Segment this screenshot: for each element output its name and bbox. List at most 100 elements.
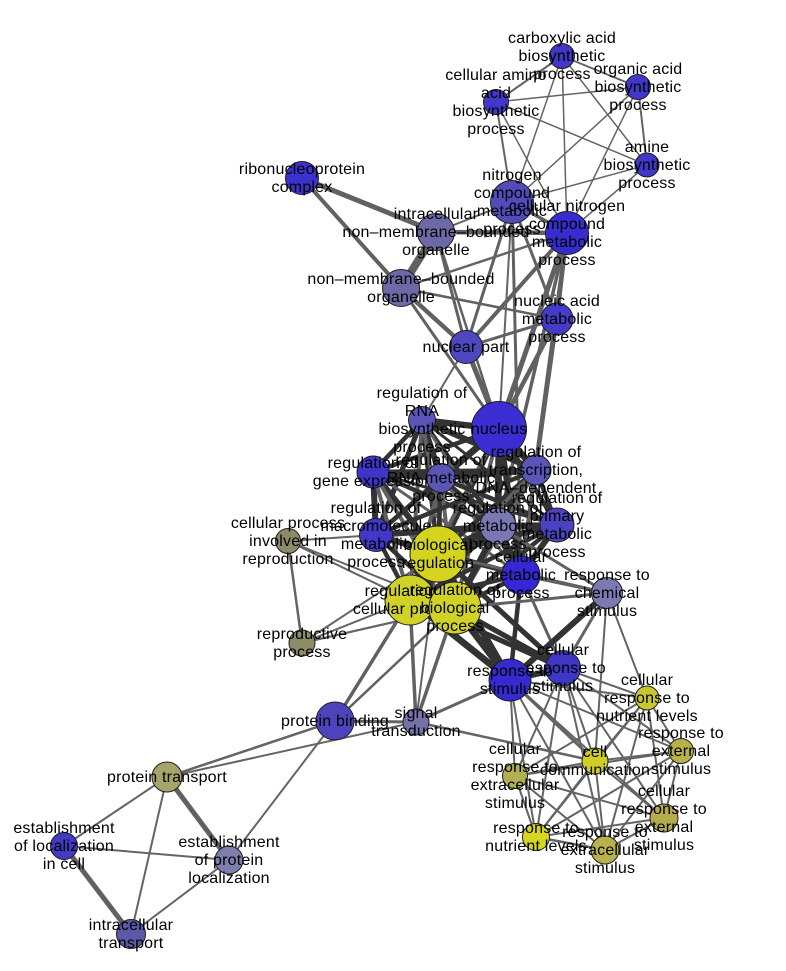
svg-text:metabolic: metabolic bbox=[341, 536, 411, 553]
svg-text:transduction: transduction bbox=[371, 723, 461, 740]
svg-text:response to: response to bbox=[520, 660, 606, 677]
svg-text:cellular: cellular bbox=[621, 672, 674, 689]
svg-text:external: external bbox=[635, 819, 694, 836]
svg-text:process: process bbox=[609, 97, 666, 114]
svg-text:in cell: in cell bbox=[43, 856, 85, 873]
svg-text:acid: acid bbox=[481, 85, 511, 102]
svg-text:compound: compound bbox=[529, 216, 605, 233]
svg-text:metabolic: metabolic bbox=[522, 311, 592, 328]
svg-text:chemical: chemical bbox=[575, 585, 640, 602]
svg-text:reproductive: reproductive bbox=[257, 626, 347, 643]
svg-text:protein binding: protein binding bbox=[281, 713, 389, 730]
svg-text:transport: transport bbox=[99, 935, 164, 952]
svg-text:stimulus: stimulus bbox=[577, 603, 637, 620]
svg-text:regulation of: regulation of bbox=[512, 490, 603, 507]
svg-text:biosynthetic: biosynthetic bbox=[453, 103, 540, 120]
svg-text:communication: communication bbox=[540, 762, 650, 779]
svg-text:complex: complex bbox=[272, 179, 333, 196]
svg-text:carboxylic acid: carboxylic acid bbox=[508, 30, 616, 47]
svg-text:process: process bbox=[393, 439, 450, 456]
svg-text:involved in: involved in bbox=[249, 533, 327, 550]
svg-text:non–membrane–bounded: non–membrane–bounded bbox=[307, 271, 494, 288]
svg-text:localization: localization bbox=[188, 870, 270, 887]
svg-text:ribonucleoprotein: ribonucleoprotein bbox=[239, 161, 365, 178]
svg-text:signal: signal bbox=[394, 705, 437, 722]
svg-text:response to: response to bbox=[604, 690, 690, 707]
svg-text:metabolic: metabolic bbox=[477, 203, 547, 220]
svg-text:nucleus: nucleus bbox=[471, 421, 528, 438]
svg-text:biosynthetic: biosynthetic bbox=[379, 421, 466, 438]
svg-text:process: process bbox=[347, 554, 404, 571]
svg-text:process: process bbox=[528, 544, 585, 561]
svg-text:biological: biological bbox=[421, 600, 490, 617]
svg-text:intracellular: intracellular bbox=[89, 917, 174, 934]
svg-text:process: process bbox=[412, 488, 469, 505]
svg-text:cellular: cellular bbox=[638, 783, 691, 800]
svg-text:nucleic acid: nucleic acid bbox=[514, 293, 600, 310]
svg-text:response to: response to bbox=[621, 801, 707, 818]
svg-text:DNA–dependent: DNA–dependent bbox=[476, 480, 597, 497]
svg-text:regulation of: regulation of bbox=[377, 385, 468, 402]
svg-text:cell: cell bbox=[583, 744, 608, 761]
svg-text:compound: compound bbox=[474, 185, 550, 202]
svg-text:metabolic: metabolic bbox=[486, 567, 556, 584]
svg-text:cellular: cellular bbox=[495, 549, 548, 566]
svg-text:response to: response to bbox=[467, 663, 553, 680]
svg-text:nuclear part: nuclear part bbox=[423, 339, 510, 356]
svg-text:organic acid: organic acid bbox=[594, 61, 683, 78]
svg-text:process: process bbox=[492, 585, 549, 602]
svg-text:process: process bbox=[426, 618, 483, 635]
svg-text:stimulus: stimulus bbox=[651, 761, 711, 778]
svg-text:response to: response to bbox=[472, 759, 558, 776]
svg-text:protein transport: protein transport bbox=[107, 769, 227, 786]
svg-text:biosynthetic: biosynthetic bbox=[595, 79, 682, 96]
svg-text:cellular nitrogen: cellular nitrogen bbox=[509, 198, 625, 215]
svg-text:process: process bbox=[618, 175, 675, 192]
svg-text:gene expression: gene expression bbox=[313, 473, 433, 490]
svg-text:RNA: RNA bbox=[405, 403, 440, 420]
svg-text:cellular: cellular bbox=[537, 642, 590, 659]
svg-text:process: process bbox=[469, 536, 526, 553]
svg-text:process: process bbox=[273, 644, 330, 661]
svg-text:intracellular: intracellular bbox=[394, 206, 479, 223]
svg-text:reproduction: reproduction bbox=[242, 551, 333, 568]
svg-text:cellular: cellular bbox=[489, 741, 542, 758]
svg-text:metabolic: metabolic bbox=[522, 526, 592, 543]
svg-text:process: process bbox=[528, 329, 585, 346]
svg-text:process: process bbox=[483, 221, 540, 238]
svg-text:process: process bbox=[467, 121, 524, 138]
svg-text:macromolecule: macromolecule bbox=[320, 518, 431, 535]
svg-text:nutrient levels: nutrient levels bbox=[485, 838, 587, 855]
svg-text:stimulus: stimulus bbox=[485, 795, 545, 812]
svg-text:regulation of: regulation of bbox=[331, 500, 422, 517]
svg-text:biosynthetic: biosynthetic bbox=[519, 48, 606, 65]
svg-text:extracellular: extracellular bbox=[471, 777, 560, 794]
svg-text:process: process bbox=[533, 66, 590, 83]
svg-text:amine: amine bbox=[625, 139, 670, 156]
svg-text:nutrient levels: nutrient levels bbox=[596, 708, 698, 725]
svg-text:of protein: of protein bbox=[195, 852, 264, 869]
svg-text:stimulus: stimulus bbox=[575, 860, 635, 877]
svg-text:metabolic: metabolic bbox=[463, 518, 533, 535]
svg-text:regulation: regulation bbox=[402, 555, 474, 572]
svg-text:establishment: establishment bbox=[178, 834, 280, 851]
svg-text:primary: primary bbox=[530, 508, 585, 525]
svg-text:response to: response to bbox=[564, 567, 650, 584]
svg-text:response to: response to bbox=[493, 820, 579, 837]
svg-text:regulation of: regulation of bbox=[453, 500, 544, 517]
svg-text:metabolic: metabolic bbox=[532, 234, 602, 251]
svg-text:biosynthetic: biosynthetic bbox=[604, 157, 691, 174]
svg-text:cellular process: cellular process bbox=[231, 515, 345, 532]
svg-text:regulation of: regulation of bbox=[491, 444, 582, 461]
svg-text:stimulus: stimulus bbox=[480, 681, 540, 698]
svg-text:RNA metabolic: RNA metabolic bbox=[387, 470, 495, 487]
svg-text:organelle: organelle bbox=[367, 289, 435, 306]
svg-text:regulation of: regulation of bbox=[410, 582, 501, 599]
svg-text:stimulus: stimulus bbox=[634, 837, 694, 854]
svg-text:external: external bbox=[652, 743, 711, 760]
svg-text:process: process bbox=[538, 252, 595, 269]
svg-text:stimulus: stimulus bbox=[533, 678, 593, 695]
svg-text:response to: response to bbox=[562, 824, 648, 841]
svg-text:biological: biological bbox=[404, 537, 473, 554]
svg-text:non–membrane–bounded: non–membrane–bounded bbox=[342, 224, 529, 241]
